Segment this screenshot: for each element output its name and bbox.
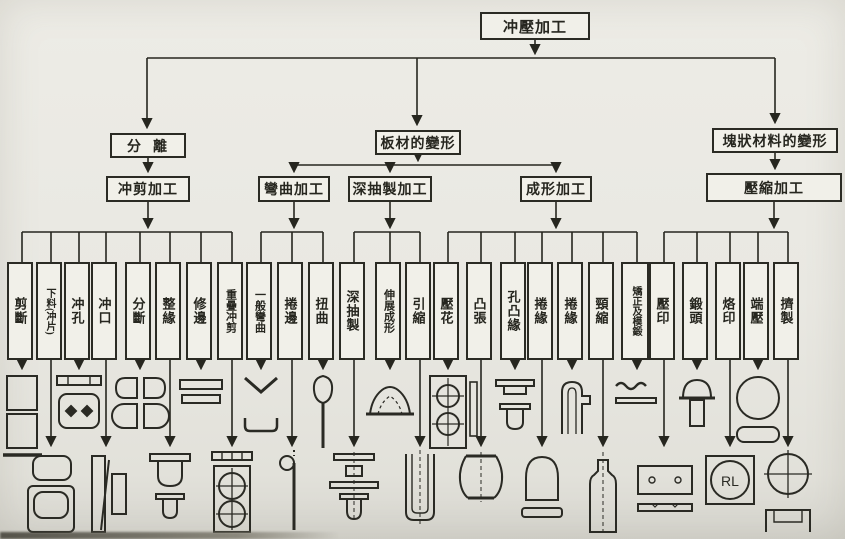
op-parting: 分斷 <box>125 262 151 360</box>
stretch-dome-icon <box>366 386 414 416</box>
twisted-paddle-icon <box>312 374 334 448</box>
op-stretch-forming: 伸展成形 <box>375 262 401 360</box>
curl-dome-icon <box>521 455 563 518</box>
op-redrawing: 引縮 <box>405 262 431 360</box>
shaved-cup-icon <box>149 453 191 520</box>
necked-shell-icon <box>589 452 617 533</box>
process-compression: 壓縮加工 <box>706 173 842 202</box>
op-curling-2: 捲緣 <box>557 262 583 360</box>
drawn-cup-icon <box>329 452 379 522</box>
example-arrows <box>16 359 794 448</box>
coined-plate-icon <box>637 465 693 512</box>
leveled-strip-icon <box>615 381 657 404</box>
op-edge-curling: 捲邊 <box>277 262 303 360</box>
v-bend-icon <box>243 376 279 433</box>
parted-halves-icon <box>111 377 170 429</box>
redrawn-cup-icon <box>405 450 435 526</box>
brand-stamp-icon: RL <box>705 455 755 505</box>
stamp-letters: RL <box>721 473 739 489</box>
process-bending: 彎曲加工 <box>258 176 330 202</box>
stacked-squares-icon <box>3 375 42 457</box>
root-node: 冲壓加工 <box>480 12 590 40</box>
op-coining: 壓印 <box>649 262 675 360</box>
op-necking: 頸縮 <box>588 262 614 360</box>
op-notching: 冲口 <box>91 262 117 360</box>
op-end-pressing: 端壓 <box>743 262 769 360</box>
op-deep-draw: 深抽製 <box>339 262 365 360</box>
blanked-plates-icon <box>27 455 75 533</box>
op-heading: 鍛頭 <box>682 262 708 360</box>
branch-sheet-deformation: 板材的變形 <box>375 130 461 155</box>
flanged-tube-icon <box>561 380 591 434</box>
extruded-section-icon <box>764 450 812 532</box>
op-piercing: 冲孔 <box>64 262 90 360</box>
op-blanking: 下料(冲片) <box>36 262 62 360</box>
op-trimming: 修邊 <box>186 262 212 360</box>
bulged-shell-icon <box>458 452 504 502</box>
op-straighten-die-forge: 矯正及模鍛 <box>621 262 649 360</box>
op-general-bending: 一般彎曲 <box>246 262 272 360</box>
op-hole-flanging: 孔凸緣 <box>500 262 526 360</box>
upset-blank-icon <box>736 376 780 443</box>
process-forming: 成形加工 <box>520 176 592 202</box>
tree-connectors <box>21 40 789 262</box>
scan-shadow-edge <box>0 532 340 539</box>
op-overlap-shear: 重疊冲剪 <box>217 262 243 360</box>
op-bulging: 凸張 <box>466 262 492 360</box>
process-deep-drawing: 深抽製加工 <box>348 176 432 202</box>
process-shearing: 冲剪加工 <box>106 176 190 202</box>
trimmed-bars-icon <box>179 379 223 404</box>
overlap-punch-icon <box>211 451 253 533</box>
notched-plate-icon <box>91 455 127 533</box>
op-shearing: 剪斷 <box>7 262 33 360</box>
op-curling-1: 捲緣 <box>527 262 553 360</box>
headed-pin-icon <box>679 378 715 427</box>
op-shaving: 整緣 <box>155 262 181 360</box>
branch-separation: 分離 <box>110 133 186 158</box>
op-branding: 烙印 <box>715 262 741 360</box>
hole-flange-icon <box>495 379 535 431</box>
branch-bulk-deformation: 塊狀材料的變形 <box>712 128 838 153</box>
op-extrusion: 擠製 <box>773 262 799 360</box>
embossed-plate-icon <box>429 375 478 449</box>
pierced-strip-icon <box>56 375 102 429</box>
op-embossing: 壓花 <box>433 262 459 360</box>
op-twisting: 扭曲 <box>308 262 334 360</box>
curled-edge-icon <box>279 450 296 530</box>
